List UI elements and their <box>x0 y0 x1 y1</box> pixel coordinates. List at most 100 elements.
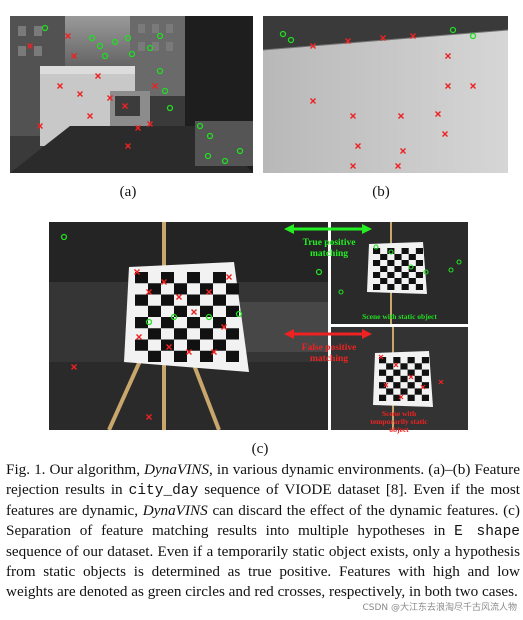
feature-cross-icon <box>27 43 33 49</box>
checkerboard-square <box>187 317 200 329</box>
feature-cross-icon <box>87 113 93 119</box>
checkerboard-square <box>226 328 239 340</box>
feature-circle-icon <box>41 24 49 32</box>
checkerboard-square <box>421 394 429 401</box>
checkerboard-square <box>387 248 395 254</box>
checkerboard-square <box>379 357 387 364</box>
checkerboard-square <box>386 375 394 383</box>
checkerboard-square <box>414 375 422 383</box>
arrow-head-right-icon <box>362 224 372 234</box>
checkerboard-square <box>394 278 402 284</box>
checkerboard-square <box>421 357 429 364</box>
feature-circle-icon <box>456 259 462 265</box>
checkerboard-square <box>407 357 415 364</box>
checkerboard-square <box>226 283 239 295</box>
feature-cross-icon <box>442 131 448 137</box>
feature-cross-icon <box>37 123 43 129</box>
checkerboard-square <box>135 339 148 351</box>
feature-circle-icon <box>145 318 153 326</box>
feature-circle-icon <box>388 249 394 255</box>
checkerboard-square <box>213 339 226 351</box>
checkerboard-square <box>387 284 395 290</box>
figure-caption: Fig. 1. Our algorithm, DynaVINS, in vari… <box>6 460 520 601</box>
checkerboard-square <box>401 272 409 278</box>
checkerboard-square <box>373 248 381 254</box>
feature-circle-icon <box>338 289 344 295</box>
checkerboard-square <box>379 369 387 376</box>
feature-cross-icon <box>71 53 77 59</box>
feature-cross-icon <box>57 83 63 89</box>
figure-panel-c-static <box>331 222 468 324</box>
figure-panel-b <box>263 16 508 173</box>
checkerboard-square <box>200 328 213 340</box>
feature-circle-icon <box>236 147 244 155</box>
caption-text-1: Fig. 1. Our algorithm, <box>6 461 145 478</box>
sequence-name-e-shape: E shape <box>454 523 520 540</box>
checkerboard-square <box>408 278 416 284</box>
caption-text-3: sequence of VIODE dataset [8]. Even if t… <box>6 480 520 520</box>
checkerboard-square <box>401 284 409 290</box>
feature-circle-icon <box>279 30 287 38</box>
feature-circle-icon <box>408 264 414 270</box>
feature-circle-icon <box>206 132 214 140</box>
feature-cross-icon <box>438 379 444 385</box>
feature-cross-icon <box>350 113 356 119</box>
checkerboard-square <box>373 284 381 290</box>
feature-circle-icon <box>204 152 212 160</box>
checkerboard-square <box>393 369 401 376</box>
caption-text-2: , in various dynamic environments. (a)–(… <box>6 461 520 498</box>
temporary-scene-image <box>331 327 468 430</box>
checkerboard-square <box>400 363 408 370</box>
checkerboard-square <box>148 350 161 362</box>
checkerboard-square <box>407 369 415 376</box>
feature-cross-icon <box>136 334 142 340</box>
checkerboard-square <box>174 305 187 317</box>
matching-arrows <box>284 224 372 339</box>
sequence-name-city-day: city_day <box>128 482 199 499</box>
subfigure-label-b: (b) <box>372 184 390 200</box>
checkerboard-square <box>213 294 226 306</box>
feature-cross-icon <box>470 83 476 89</box>
feature-cross-icon <box>211 349 217 355</box>
feature-cross-icon <box>350 163 356 169</box>
checkerboard-square <box>394 266 402 272</box>
feature-cross-icon <box>107 95 113 101</box>
feature-circle-icon <box>128 50 136 58</box>
feature-circle-icon <box>111 38 119 46</box>
feature-cross-icon <box>435 111 441 117</box>
feature-cross-icon <box>65 33 71 39</box>
checkerboard-square <box>161 294 174 306</box>
checkerboard-square <box>407 382 415 389</box>
feature-circle-icon <box>196 122 204 130</box>
feature-cross-icon <box>310 43 316 49</box>
feature-cross-icon <box>176 294 182 300</box>
checkerboard-square <box>187 339 200 351</box>
checkerboard-square <box>373 272 381 278</box>
feature-cross-icon <box>393 362 399 368</box>
feature-cross-icon <box>77 91 83 97</box>
checkerboard-square <box>174 283 187 295</box>
feature-cross-icon <box>161 279 167 285</box>
checkerboard-square <box>200 350 213 362</box>
checkerboard-square <box>386 363 394 370</box>
checkerboard-square <box>387 272 395 278</box>
watermark: CSDN @大江东去浪淘尽千古风流人物 <box>362 603 517 613</box>
checkerboard-square <box>380 278 388 284</box>
feature-circle-icon <box>423 269 429 275</box>
checkerboard-square <box>401 260 409 266</box>
checkerboard-square <box>400 388 408 395</box>
checkerboard-square <box>213 272 226 284</box>
checkerboard-square <box>213 317 226 329</box>
checkerboard-square <box>379 394 387 401</box>
checkerboard-square <box>135 294 148 306</box>
feature-cross-icon <box>71 364 77 370</box>
wall-scene-image <box>263 16 508 173</box>
figure-panel-c-temporary <box>331 327 468 430</box>
feature-cross-icon <box>221 324 227 330</box>
checkerboard-square <box>386 388 394 395</box>
subfigure-label-c: (c) <box>251 441 269 457</box>
checkerboard-square <box>148 305 161 317</box>
feature-cross-icon <box>186 349 192 355</box>
feature-cross-icon <box>226 274 232 280</box>
checkerboard-square <box>379 382 387 389</box>
